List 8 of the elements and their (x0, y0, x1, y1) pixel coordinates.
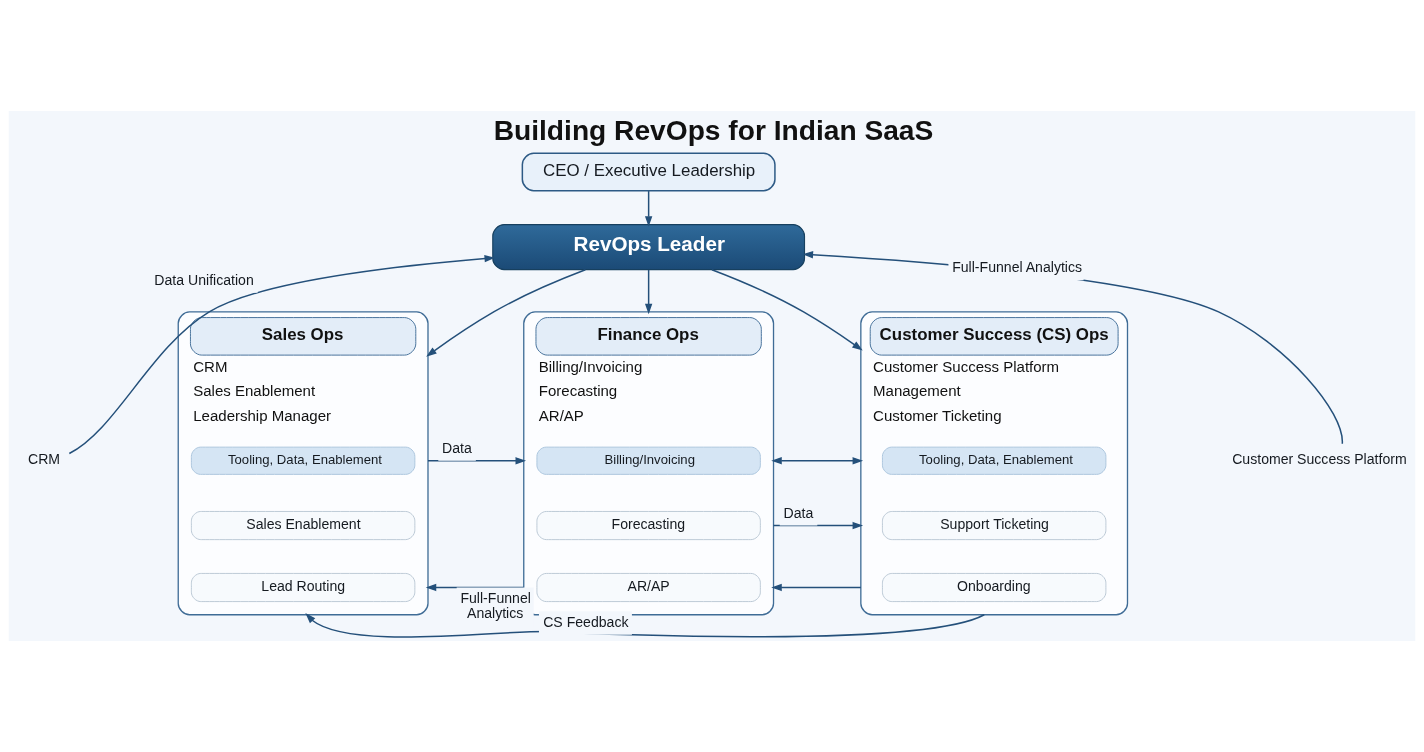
node-text: Customer Success Platform (1232, 451, 1407, 468)
edge-label: CS Feedback (543, 613, 629, 630)
node-text: CRM (28, 451, 61, 468)
edge-label: Full-Funnel Analytics (952, 259, 1083, 276)
edge-label: Data (442, 439, 472, 456)
edge-label: Data (783, 504, 814, 521)
edge-label: Data Unification (154, 271, 254, 288)
diagram-title: Building RevOps for Indian SaaS (493, 115, 934, 147)
